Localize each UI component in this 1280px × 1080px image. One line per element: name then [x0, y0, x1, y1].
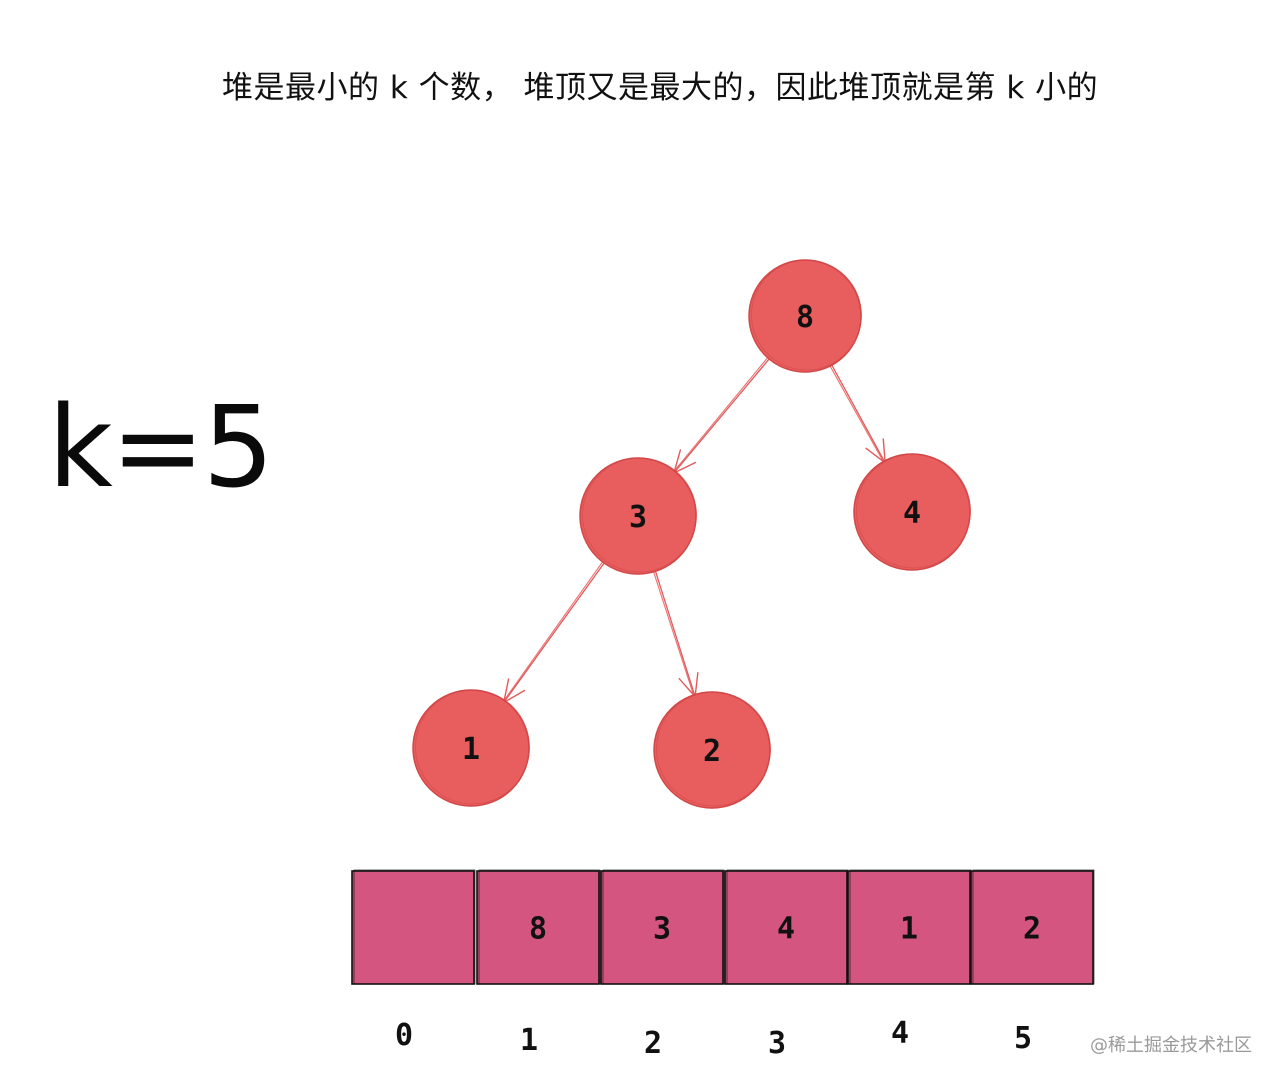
- heap-node-label: 3: [629, 500, 647, 535]
- heap-node: 1: [412, 689, 530, 807]
- array-cell-box: [351, 870, 475, 985]
- heap-node: 4: [853, 453, 971, 571]
- array-cell: 2: [970, 869, 1095, 985]
- heap-node-label: 2: [703, 734, 721, 769]
- array-index-label: 4: [891, 1016, 909, 1051]
- heap-array: 0 8 1 3 2 4 3 1 4 2 5: [351, 869, 1095, 1061]
- heap-node-label: 4: [903, 496, 921, 531]
- array-cell: 1: [847, 869, 972, 985]
- tree-edge: [827, 360, 886, 464]
- array-index-label: 1: [520, 1023, 538, 1058]
- array-index-label: 2: [644, 1026, 662, 1061]
- caption-text: 堆是最小的 k 个数， 堆顶又是最大的，因此堆顶就是第 k 小的: [222, 70, 1099, 106]
- array-cell-value: 4: [777, 912, 795, 947]
- array-cell-value: 1: [900, 912, 918, 947]
- heap-node-label: 1: [462, 732, 480, 767]
- heap-node: 3: [579, 457, 697, 575]
- tree-edges: [502, 354, 886, 704]
- array-index-label: 0: [395, 1018, 413, 1053]
- tree-edge: [651, 566, 699, 698]
- array-cell-box: [847, 870, 971, 985]
- array-cell-box: [970, 870, 1094, 985]
- tree-edge: [502, 558, 608, 704]
- heap-node: 8: [748, 259, 862, 373]
- array-index-label: 5: [1014, 1021, 1032, 1056]
- array-cell-value: 3: [653, 912, 671, 947]
- array-cell-box: [600, 870, 724, 985]
- heap-node-label: 8: [796, 300, 814, 335]
- array-cell-value: 8: [529, 912, 547, 947]
- array-cell: 8: [476, 869, 601, 985]
- k-value-label: k=5: [48, 383, 274, 513]
- array-index-label: 3: [768, 1026, 786, 1061]
- heap-node: 2: [653, 691, 771, 809]
- array-cell: [351, 869, 476, 985]
- tree-edge: [672, 354, 773, 474]
- array-cell-value: 2: [1023, 912, 1041, 947]
- array-cell-box: [724, 870, 848, 985]
- tree-nodes: 8 3 4 1 2: [412, 259, 971, 809]
- array-cell-box: [476, 870, 600, 985]
- array-cell: 4: [724, 869, 849, 985]
- watermark-text: @稀土掘金技术社区: [1090, 1035, 1252, 1056]
- array-cell: 3: [600, 869, 725, 985]
